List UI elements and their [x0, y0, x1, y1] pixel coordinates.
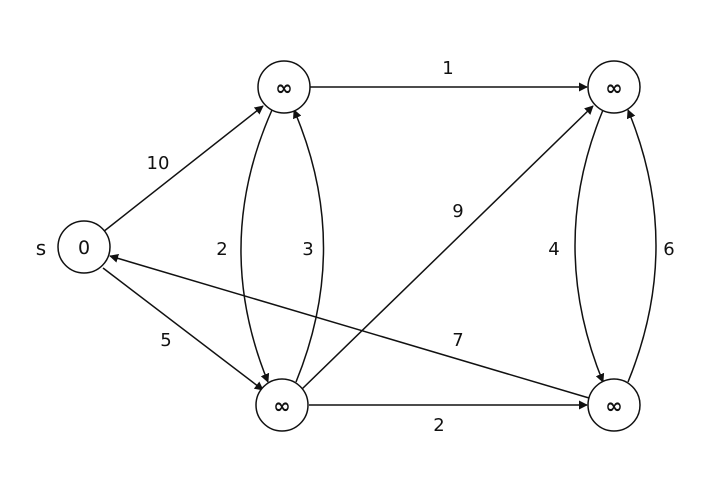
node-c: ∞ [587, 60, 641, 114]
node-b: ∞ [255, 378, 309, 432]
edge-b-c [300, 105, 594, 391]
weight-d-c: 6 [663, 239, 674, 260]
weight-c-d: 4 [548, 239, 559, 260]
edge-b-a [293, 109, 325, 383]
node-d-distance: ∞ [605, 394, 623, 418]
edge-c-d [574, 109, 605, 383]
node-s: 0 [57, 220, 111, 274]
edge-s-b [102, 267, 264, 391]
weight-b-d: 2 [433, 415, 444, 436]
source-label: s [36, 236, 46, 260]
edge-s-a [102, 105, 264, 233]
weight-s-b: 5 [160, 330, 171, 351]
weight-b-c: 9 [452, 201, 463, 222]
weight-b-a: 3 [302, 239, 313, 260]
node-b-distance: ∞ [273, 394, 291, 418]
node-a-distance: ∞ [275, 76, 293, 100]
weight-s-a: 10 [147, 153, 170, 174]
edge-d-s [109, 253, 590, 399]
node-d: ∞ [587, 378, 641, 432]
node-s-distance: 0 [78, 237, 90, 259]
weight-a-b: 2 [216, 239, 227, 260]
weight-a-c: 1 [442, 58, 453, 79]
edge-a-b [240, 109, 273, 383]
node-a: ∞ [257, 60, 311, 114]
edge-d-c [626, 109, 657, 383]
node-c-distance: ∞ [605, 76, 623, 100]
weight-d-s: 7 [452, 330, 463, 351]
